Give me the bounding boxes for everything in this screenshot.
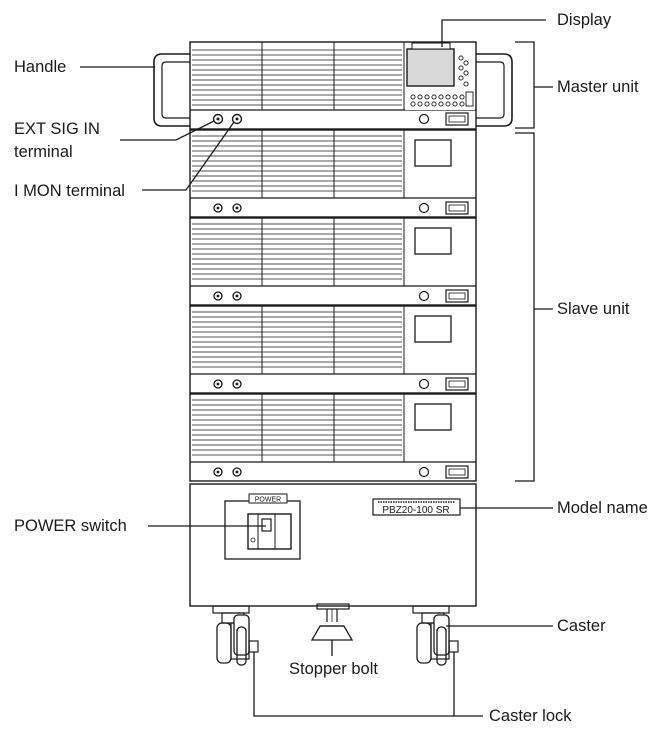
- handle-label: Handle: [14, 58, 67, 76]
- caster-right: [412, 605, 459, 666]
- slave-unit: [189, 217, 477, 306]
- stopper-bolt-label: Stopper bolt: [289, 660, 378, 678]
- power-switch-label: POWER switch: [14, 517, 127, 535]
- master-unit: [153, 41, 513, 130]
- model-name-plate: [372, 498, 461, 516]
- ext-sig-in-connector: [212, 113, 224, 125]
- slave-unit: [189, 305, 477, 394]
- caster-label: Caster: [557, 617, 606, 635]
- keypad: [410, 55, 474, 107]
- slave-unit: [189, 393, 477, 482]
- power-panel-label: POWER: [255, 497, 281, 504]
- model-plate-text: PBZ20-100 SR: [382, 505, 449, 516]
- caster-lock-right[interactable]: [448, 640, 459, 653]
- display-screen: [406, 48, 455, 87]
- display-label: Display: [557, 11, 612, 29]
- callout-lines: [80, 19, 553, 717]
- power-switch[interactable]: [247, 513, 292, 550]
- caster-lock-label: Caster lock: [489, 707, 572, 725]
- caster-lock-left[interactable]: [248, 640, 259, 653]
- i-mon-label: I MON terminal: [14, 182, 125, 200]
- power-base: POWER PBZ20-100 SR: [189, 483, 477, 607]
- stopper-bolt: [310, 603, 354, 641]
- i-mon-connector: [231, 113, 243, 125]
- slave-units: [189, 129, 477, 482]
- model-name-label: Model name: [557, 499, 648, 517]
- ext-sig-in-label-line2: terminal: [14, 143, 73, 161]
- master-unit-label: Master unit: [557, 78, 639, 96]
- right-handle: [476, 53, 513, 127]
- left-handle: [153, 53, 190, 127]
- slave-unit-label: Slave unit: [557, 300, 630, 318]
- slave-unit: [189, 129, 477, 218]
- caster-left: [212, 605, 259, 666]
- ext-sig-in-label-line1: EXT SIG IN: [14, 120, 100, 138]
